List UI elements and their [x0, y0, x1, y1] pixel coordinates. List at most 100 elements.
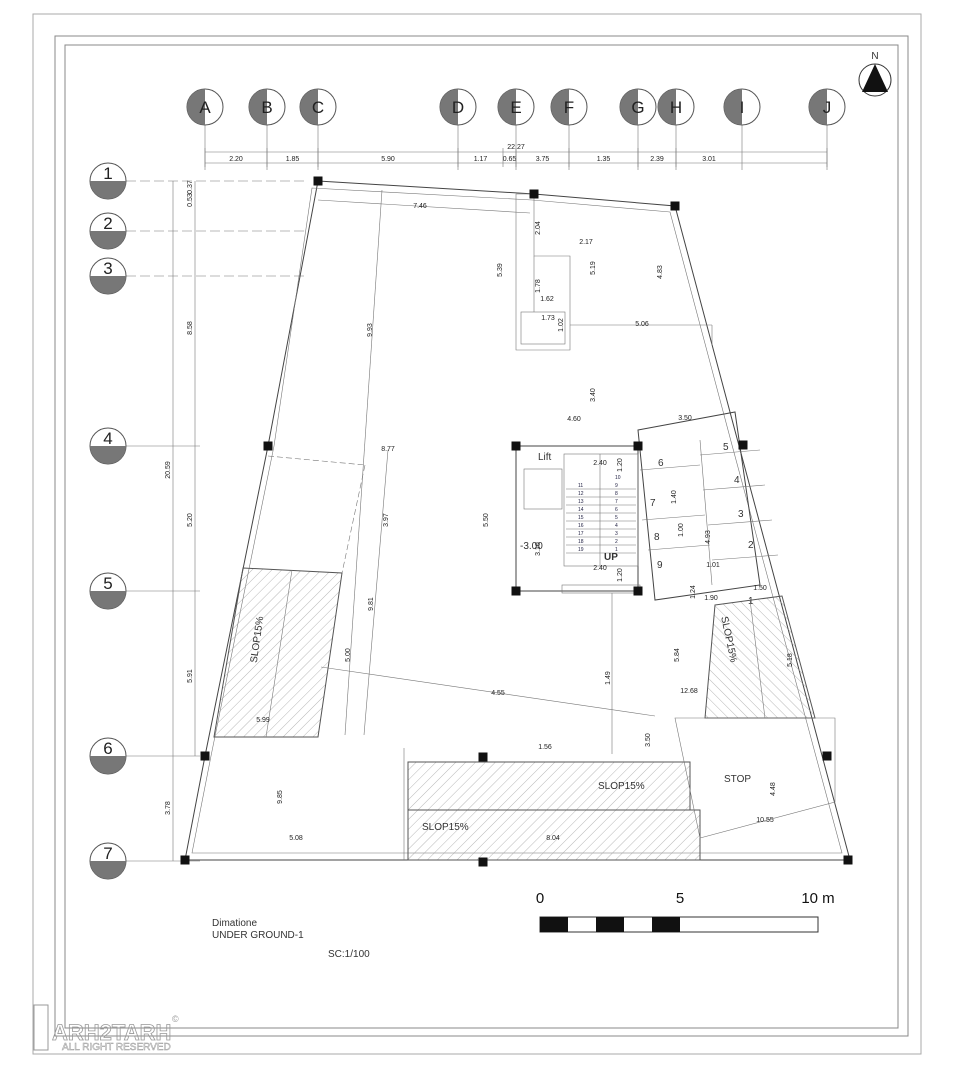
- interior-dimension-value: 5.19: [590, 261, 597, 275]
- column-bubble-e: E: [497, 88, 535, 170]
- interior-dimension-value: 1.24: [690, 585, 697, 599]
- interior-dimension-value: 3.50: [678, 415, 692, 422]
- stair-step-number: 10: [615, 475, 621, 481]
- structural-column: [738, 440, 748, 450]
- interior-dimension-value: 3.10: [535, 542, 542, 556]
- storage-unit-number: 6: [658, 458, 664, 469]
- interior-dimension-value: 1.00: [678, 523, 685, 537]
- row-label: 3: [103, 259, 112, 278]
- column-grid-bubbles: A B C D E F G H I J: [186, 88, 846, 170]
- column-label: E: [510, 98, 521, 117]
- structural-column: [200, 751, 210, 761]
- column-label: H: [670, 98, 682, 117]
- interior-dimension-value: 1.01: [706, 562, 720, 569]
- interior-dimension-value: 9.85: [277, 790, 284, 804]
- interior-dimension-value: 4.93: [705, 530, 712, 544]
- top-dimension-value: 5.90: [381, 156, 395, 163]
- storage-unit-number: 7: [650, 498, 656, 509]
- interior-dimension-value: 8.04: [546, 835, 560, 842]
- up-label: UP: [604, 552, 618, 563]
- column-label: A: [199, 98, 211, 117]
- svg-text:N: N: [871, 51, 878, 62]
- svg-text:SLOP15%: SLOP15%: [422, 822, 469, 833]
- interior-dimension-value: 1.90: [704, 595, 718, 602]
- svg-text:UNDER GROUND-1: UNDER GROUND-1: [212, 930, 304, 941]
- column-label: I: [740, 98, 745, 117]
- left-dimension-chain: 20.59 0.37 0.53 8.58 5.20 5.91 3.78: [165, 180, 196, 861]
- svg-text:5: 5: [676, 890, 684, 907]
- outer-frame: [32, 13, 922, 1055]
- svg-text:ARH2TARH: ARH2TARH: [52, 1020, 171, 1045]
- structural-column: [529, 189, 539, 199]
- interior-dimension-value: 5.18: [787, 653, 794, 667]
- storage-unit-number: 3: [738, 509, 744, 520]
- stair-step-number: 7: [615, 499, 618, 505]
- stair-step-number: 2: [615, 539, 618, 545]
- top-dimension-value: 0.65: [503, 156, 517, 163]
- interior-dimension-value: 3.97: [383, 513, 390, 527]
- north-arrow-icon: N: [858, 51, 892, 97]
- structural-column: [313, 176, 323, 186]
- svg-text:©: ©: [172, 1014, 179, 1024]
- storage-units: 123456789: [637, 411, 779, 607]
- row-bubble-6: 6: [89, 737, 200, 775]
- top-dimension-value: 1.17: [474, 156, 488, 163]
- service-shaft: [515, 193, 713, 351]
- row-bubble-7: 7: [89, 842, 200, 880]
- interior-dimension-value: 2.40: [593, 460, 607, 467]
- interior-dimension-value: 1.50: [753, 585, 767, 592]
- svg-text:0: 0: [536, 890, 544, 907]
- stair-step-number: 19: [578, 547, 584, 553]
- column-label: C: [312, 98, 324, 117]
- column-label: D: [452, 98, 464, 117]
- interior-dimension-value: 2.17: [579, 239, 593, 246]
- svg-text:3.78: 3.78: [165, 801, 172, 815]
- title-block: Dimatione UNDER GROUND-1 SC:1/100: [212, 918, 370, 960]
- column-bubble-j: J: [808, 88, 846, 170]
- row-bubble-2: 2: [89, 212, 305, 250]
- interior-dimension-value: 5.84: [674, 648, 681, 662]
- interior-dimension-value: 4.48: [770, 782, 777, 796]
- column-bubble-a: A: [186, 88, 224, 170]
- stair-step-number: 5: [615, 515, 618, 521]
- structural-columns: [180, 176, 853, 867]
- interior-dimension-value: 1.49: [605, 671, 612, 685]
- row-bubble-1: 1: [89, 162, 305, 200]
- interior-dimension-value: 1.73: [541, 315, 555, 322]
- structural-column: [478, 752, 488, 762]
- stair-step-number: 17: [578, 531, 584, 537]
- interior-dimension-value: 8.77: [381, 446, 395, 453]
- stair-step-number: 15: [578, 515, 584, 521]
- top-dimension-value: 1.85: [286, 156, 300, 163]
- structural-column: [822, 751, 832, 761]
- column-label: J: [823, 98, 832, 117]
- column-bubble-h: H: [657, 88, 695, 170]
- row-label: 4: [103, 429, 112, 448]
- scale-bar: 0 5 10 m: [536, 890, 835, 933]
- column-bubble-b: B: [248, 88, 286, 170]
- storage-unit-number: 9: [657, 560, 663, 571]
- stair-step-number: 18: [578, 539, 584, 545]
- svg-text:SLOP15%: SLOP15%: [598, 781, 645, 792]
- interior-dimension-value: 1.20: [617, 458, 624, 472]
- column-label: B: [261, 98, 272, 117]
- row-label: 1: [103, 164, 112, 183]
- svg-text:0.53: 0.53: [187, 193, 194, 207]
- storage-unit-number: 5: [723, 442, 729, 453]
- interior-dimension-value: 4.60: [567, 416, 581, 423]
- stop-area: STOP: [674, 717, 836, 839]
- column-bubble-f: F: [550, 88, 588, 170]
- row-bubble-4: 4: [89, 427, 200, 465]
- watermark-logo: ARH2TARH ALL RIGHT RESERVED ©: [33, 1004, 179, 1053]
- interior-dimension-value: 1.40: [671, 490, 678, 504]
- interior-dimension-value: 2.04: [535, 221, 542, 235]
- interior-dimension-value: 3.50: [645, 733, 652, 747]
- column-label: G: [631, 98, 644, 117]
- top-dimension-value: 2.39: [650, 156, 664, 163]
- ramp-bottom: SLOP15% SLOP15%: [407, 761, 701, 861]
- stair-step-number: 8: [615, 491, 618, 497]
- svg-text:Dimatione: Dimatione: [212, 918, 257, 929]
